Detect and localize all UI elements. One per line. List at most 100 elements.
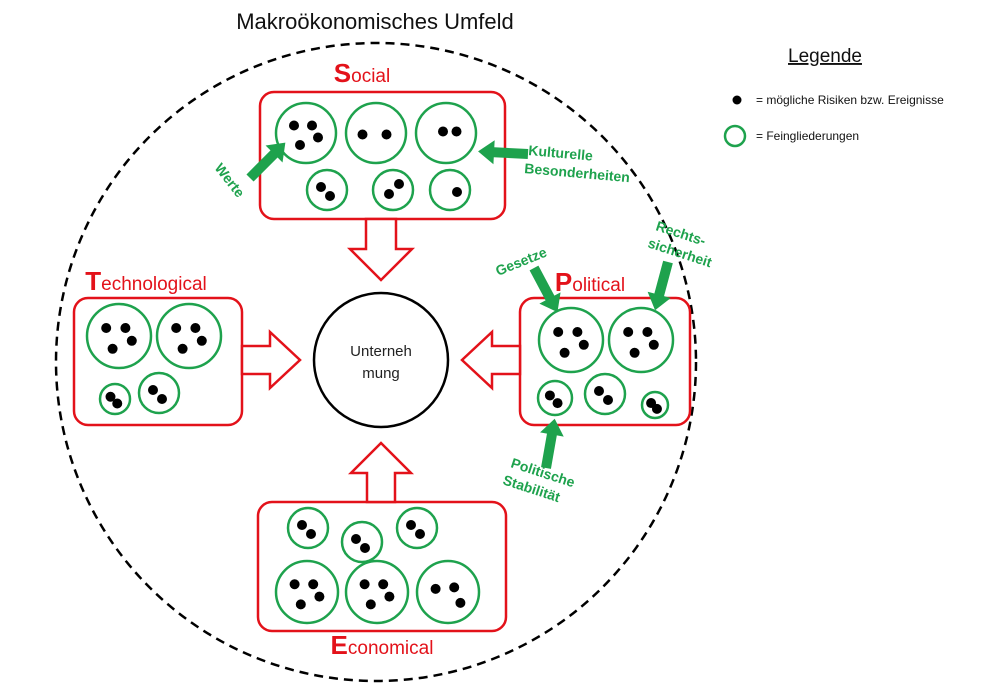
political-subcategory-circle (607, 306, 675, 374)
company-label-line2: mung (362, 365, 400, 382)
technological-risk-dot (107, 343, 118, 354)
social-label: Social (334, 58, 390, 88)
economical-subcategory-circle (344, 559, 410, 625)
economical-risk-dot (430, 583, 441, 594)
economical-subcategory-circle (415, 559, 481, 625)
technological-impact-arrow (240, 329, 302, 391)
social-subcategory-circle (371, 168, 415, 212)
technological-risk-dot (148, 385, 158, 395)
political-risk-dot (553, 327, 564, 337)
political-risk-dot (578, 339, 589, 350)
economical-risk-dot (295, 599, 306, 610)
political-risk-dot (552, 398, 563, 409)
technological-risk-dot (120, 323, 131, 333)
technological-risk-dot (105, 391, 116, 402)
economical-risk-dot (415, 529, 425, 539)
kulturelle-label-line1: Kulturelle (528, 142, 594, 164)
diagram-title: Makroökonomisches Umfeld (236, 9, 514, 34)
technological-risk-dot (157, 394, 167, 404)
economical-label: Economical (331, 630, 434, 660)
political-risk-dot (651, 403, 662, 414)
legend-title: Legende (788, 46, 862, 67)
technological-label: Technological (85, 266, 207, 296)
social-risk-dot (295, 140, 305, 150)
technological-risk-dot (196, 335, 207, 346)
social-risk-dot (394, 179, 404, 189)
economical-group: Economical (256, 500, 508, 660)
technological-risk-dot (101, 323, 112, 333)
economical-risk-dot (359, 579, 370, 590)
political-label: Political (555, 267, 625, 297)
macro-environment-boundary (54, 41, 698, 683)
political-group: Political (518, 267, 692, 427)
political-risk-dot (648, 339, 659, 350)
political-risk-dot (572, 327, 583, 337)
social-risk-dot (289, 120, 299, 131)
economical-risk-dot (365, 599, 376, 610)
economical-risk-dot (351, 534, 361, 544)
economical-risk-dot (406, 520, 416, 530)
political-subcategory-circle (536, 379, 574, 417)
technological-risk-dot (190, 323, 201, 333)
economical-risk-dot (308, 579, 319, 590)
social-subcategory-circle (305, 168, 349, 212)
social-impact-arrow (346, 217, 416, 282)
technological-risk-dot (171, 323, 182, 333)
political-risk-dot (603, 395, 613, 405)
economical-risk-dot (314, 591, 325, 602)
political-subcategory-circle (537, 306, 605, 374)
rechtssicherheit-arrow (647, 260, 673, 311)
economical-risk-dot (360, 543, 370, 553)
political-risk-dot (623, 327, 634, 337)
political-risk-dot (559, 347, 570, 358)
werte-label: Werte (212, 160, 249, 200)
economical-subcategory-circle (274, 559, 340, 625)
social-group: Social (258, 58, 507, 221)
political-risk-dot (544, 390, 555, 401)
technological-subcategory-circle (137, 371, 181, 415)
economical-risk-dot (289, 579, 300, 590)
politische-stabilitaet-annotation: Politische Stabilität (501, 418, 577, 505)
political-impact-arrow (460, 329, 522, 391)
social-risk-dot (316, 182, 326, 192)
economical-risk-dot (297, 520, 307, 530)
social-risk-dot (381, 129, 392, 140)
politische-stabilitaet-arrow (540, 418, 564, 469)
social-subcategory-circle (428, 168, 472, 212)
economical-subcategory-circle (395, 506, 439, 550)
political-risk-dot (594, 386, 604, 396)
social-risk-dot (438, 126, 448, 137)
social-risk-dot (451, 126, 462, 137)
gesetze-arrow (529, 265, 561, 313)
kulturelle-besonderheiten-arrow (478, 140, 529, 165)
social-risk-dot (307, 120, 317, 131)
company-circle (312, 291, 450, 429)
social-risk-dot (384, 189, 394, 199)
legend-risk-dot-icon (732, 95, 742, 105)
technological-subcategory-circle (155, 302, 223, 370)
social-risk-dot (452, 187, 462, 197)
economical-risk-dot (306, 529, 316, 539)
social-subcategory-circle (344, 101, 408, 165)
economical-risk-dot (455, 597, 466, 608)
technological-subcategory-circle (85, 302, 153, 370)
werte-arrow (246, 142, 286, 182)
technological-subcategory-circle (98, 382, 132, 416)
political-subcategory-circle (583, 372, 627, 416)
economical-risk-dot (378, 579, 389, 590)
economical-impact-arrow (347, 441, 415, 504)
economical-subcategory-circle (286, 506, 330, 550)
social-risk-dot (313, 132, 323, 143)
political-risk-dot (642, 327, 653, 337)
economical-risk-dot (384, 591, 395, 602)
technological-risk-dot (112, 398, 123, 409)
legend-subcategory-circle-icon (723, 124, 747, 148)
social-risk-dot (325, 191, 335, 201)
economical-subcategory-circle (340, 520, 384, 564)
political-risk-dot (629, 347, 640, 358)
social-risk-dot (357, 129, 368, 140)
company-node: Unterneh mung (312, 291, 450, 429)
technological-group: Technological (72, 266, 244, 427)
kulturelle-label-line2: Besonderheiten (524, 160, 631, 185)
